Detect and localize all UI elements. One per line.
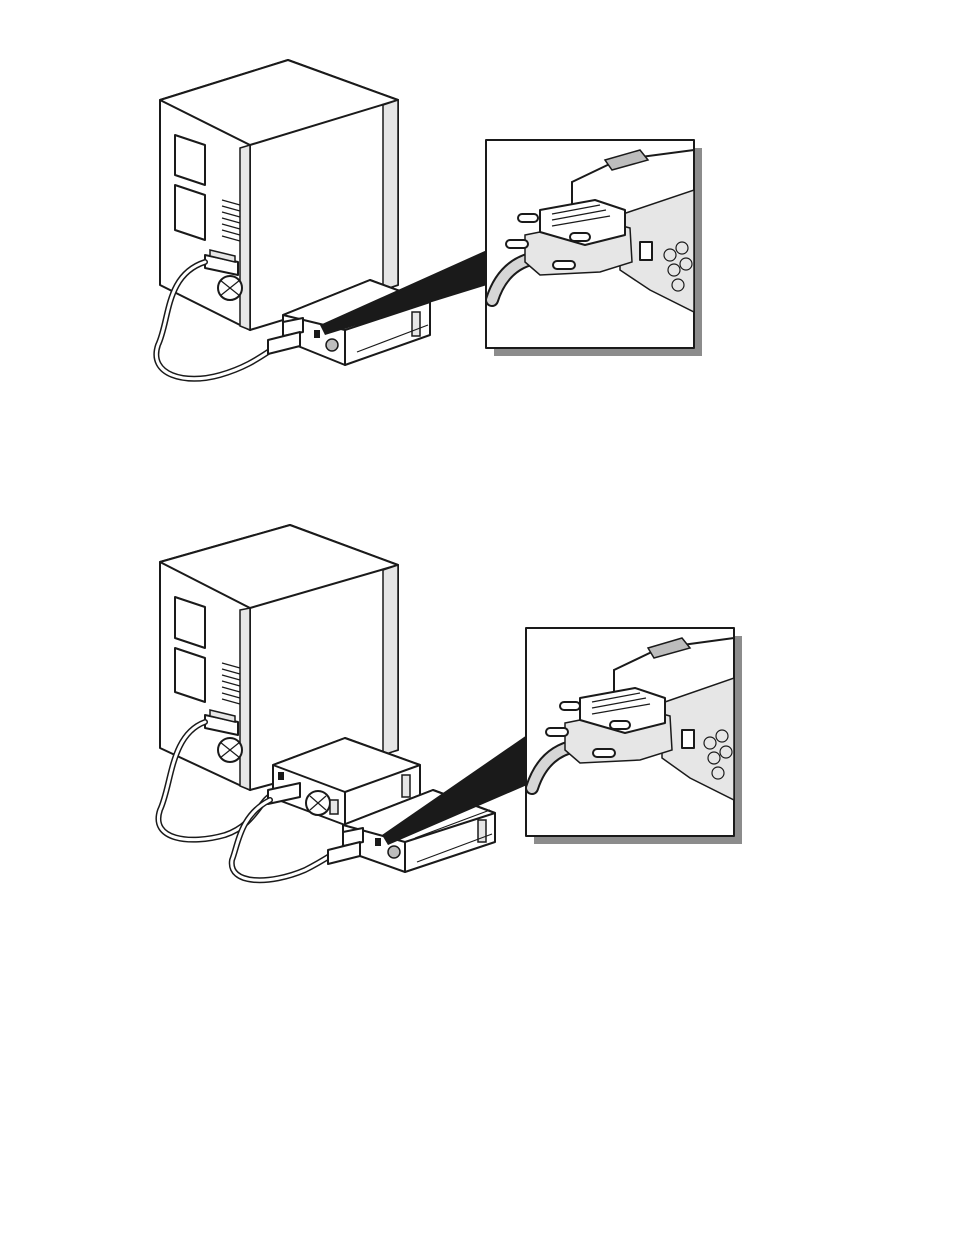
single-drive-connection-illustration <box>0 0 954 440</box>
connector-detail-inset <box>526 628 742 844</box>
fan-icon <box>218 276 242 300</box>
connector-detail-inset <box>486 140 702 356</box>
daisy-chain-connection-illustration <box>0 500 954 920</box>
fan-icon <box>218 738 242 762</box>
